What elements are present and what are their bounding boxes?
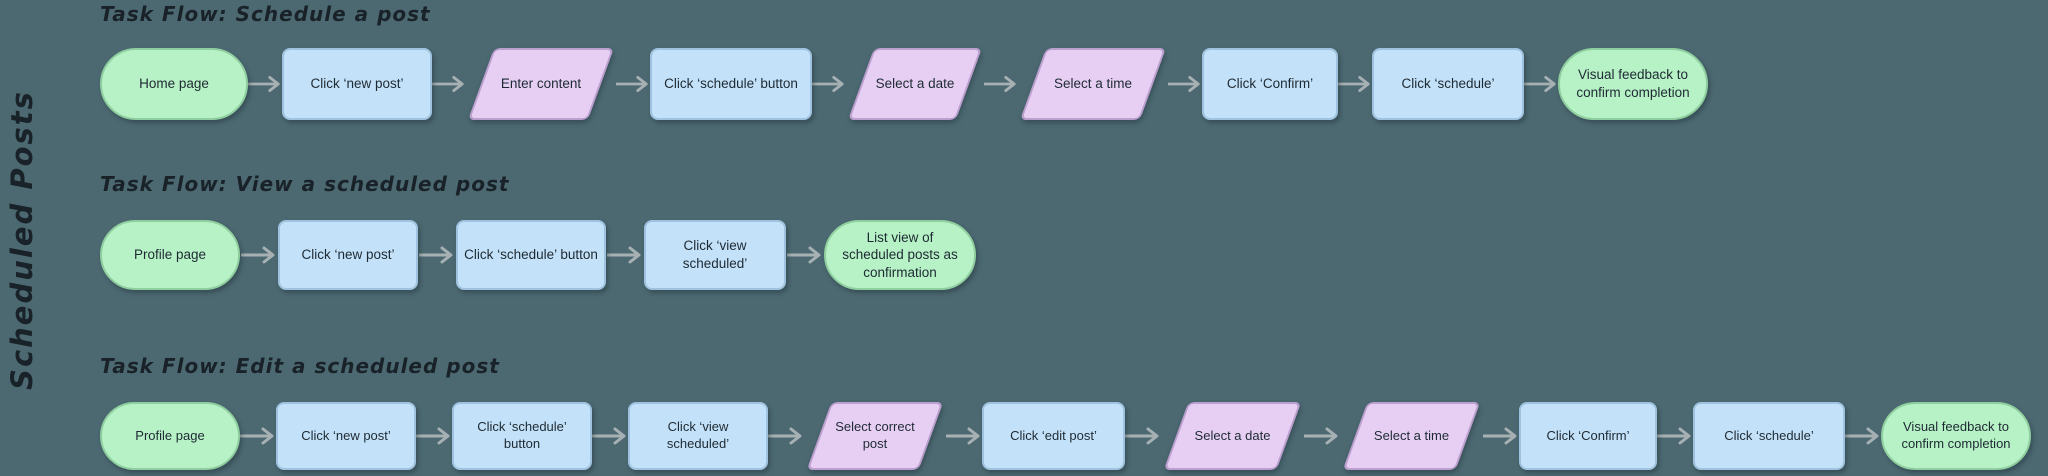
flow-node-terminal: Home page — [100, 48, 248, 120]
flow-node-process: Click ‘new post’ — [282, 48, 432, 120]
flow-arrow-icon — [418, 220, 456, 290]
flow-node-label: Click ‘view scheduled’ — [666, 419, 730, 451]
flow-node-label: Click ‘Confirm’ — [1226, 76, 1314, 92]
task-flow-schedule-post: Task Flow: Schedule a post Home page Clic… — [100, 2, 1708, 120]
flow-node-terminal: Visual feedback to confirm completion — [1558, 48, 1708, 120]
flow-node-label: Select a date — [1194, 427, 1271, 443]
flow-node-label: Enter content — [500, 76, 582, 92]
flow-node-label: Visual feedback to confirm completion — [1576, 67, 1690, 100]
flow-node-label: Click ‘new post’ — [301, 247, 395, 263]
flow-node-process: Click ‘schedule’ button — [650, 48, 812, 120]
flow-node-terminal: Profile page — [100, 220, 240, 290]
flow-node-label: List view of scheduled posts as confirma… — [842, 229, 958, 280]
flow-arrow-icon — [1524, 48, 1558, 120]
flow-arrow-icon — [432, 48, 466, 120]
flow-node-label: Click ‘schedule’ — [1724, 427, 1814, 443]
flow-title: Task Flow: Schedule a post — [100, 2, 431, 26]
flow-arrow-icon — [984, 48, 1018, 120]
flow-node-label: Click ‘schedule’ — [1401, 76, 1495, 92]
flow-node-io: Enter content — [466, 48, 616, 120]
flow-title: Task Flow: Edit a scheduled post — [100, 354, 500, 378]
flow-row: Profile page Click ‘new post’ Click ‘sched… — [100, 220, 976, 290]
flow-node-label: Profile page — [135, 427, 205, 443]
flow-node-process: Click ‘schedule’ — [1693, 402, 1845, 470]
flow-node-process: Click ‘schedule’ — [1372, 48, 1524, 120]
flow-node-label: Select a time — [1053, 76, 1133, 92]
task-flow-view-scheduled-post: Task Flow: View a scheduled post Profile… — [100, 172, 976, 290]
flow-node-terminal: Profile page — [100, 402, 240, 470]
task-flow-edit-scheduled-post: Task Flow: Edit a scheduled post Profile… — [100, 354, 2031, 470]
flow-node-label: Select a time — [1373, 427, 1450, 443]
canvas-vertical-title: Scheduled Posts — [5, 90, 39, 390]
flow-title: Task Flow: View a scheduled post — [100, 172, 510, 196]
flow-node-process: Click ‘schedule’ button — [452, 402, 592, 470]
flow-arrow-icon — [946, 402, 982, 470]
flow-arrow-icon — [1483, 402, 1519, 470]
flow-node-io: Select correct post — [804, 402, 946, 470]
flow-node-label: Click ‘new post’ — [310, 76, 404, 92]
flow-arrow-icon — [248, 48, 282, 120]
flow-arrow-icon — [240, 220, 278, 290]
flow-node-label: Visual feedback to confirm completion — [1901, 419, 2011, 451]
flow-arrow-icon — [1125, 402, 1161, 470]
flow-node-process: Click ‘Confirm’ — [1519, 402, 1657, 470]
flow-arrow-icon — [606, 220, 644, 290]
flow-node-process: Click ‘Confirm’ — [1202, 48, 1338, 120]
flow-node-io: Select a date — [1161, 402, 1304, 470]
flow-node-process: Click ‘edit post’ — [982, 402, 1125, 470]
flow-node-io: Select a date — [846, 48, 984, 120]
flow-node-label: Select correct post — [835, 419, 915, 451]
flow-node-process: Click ‘new post’ — [276, 402, 416, 470]
flow-node-terminal: List view of scheduled posts as confirma… — [824, 220, 976, 290]
flow-arrow-icon — [1304, 402, 1340, 470]
flow-arrow-icon — [416, 402, 452, 470]
flow-arrow-icon — [616, 48, 650, 120]
flow-arrow-icon — [1168, 48, 1202, 120]
flow-node-label: Click ‘edit post’ — [1010, 427, 1097, 443]
flow-arrow-icon — [1657, 402, 1693, 470]
flow-node-label: Click ‘new post’ — [301, 427, 391, 443]
flow-arrow-icon — [1845, 402, 1881, 470]
flow-arrow-icon — [592, 402, 628, 470]
flow-row: Profile page Click ‘new post’ Click ‘sched… — [100, 402, 2031, 470]
flow-node-io: Select a time — [1340, 402, 1483, 470]
flow-node-label: Profile page — [133, 247, 207, 263]
flow-arrow-icon — [812, 48, 846, 120]
flow-row: Home page Click ‘new post’ Enter content Cl… — [100, 48, 1708, 120]
flow-node-process: Click ‘view scheduled’ — [644, 220, 786, 290]
flow-node-io: Select a time — [1018, 48, 1168, 120]
flow-node-process: Click ‘schedule’ button — [456, 220, 606, 290]
flow-arrow-icon — [786, 220, 824, 290]
flow-node-label: Click ‘schedule’ button — [464, 247, 598, 263]
flow-node-label: Select a date — [875, 76, 955, 92]
flow-node-label: Click ‘view scheduled’ — [682, 238, 748, 271]
flow-node-process: Click ‘new post’ — [278, 220, 418, 290]
flow-node-label: Click ‘schedule’ button — [477, 419, 567, 451]
flow-arrow-icon — [240, 402, 276, 470]
flow-arrow-icon — [1338, 48, 1372, 120]
flow-node-label: Click ‘Confirm’ — [1546, 427, 1630, 443]
flow-node-label: Home page — [139, 76, 209, 92]
flow-node-process: Click ‘view scheduled’ — [628, 402, 768, 470]
flow-node-label: Click ‘schedule’ button — [664, 76, 798, 92]
flow-arrow-icon — [768, 402, 804, 470]
flow-node-terminal: Visual feedback to confirm completion — [1881, 402, 2031, 470]
